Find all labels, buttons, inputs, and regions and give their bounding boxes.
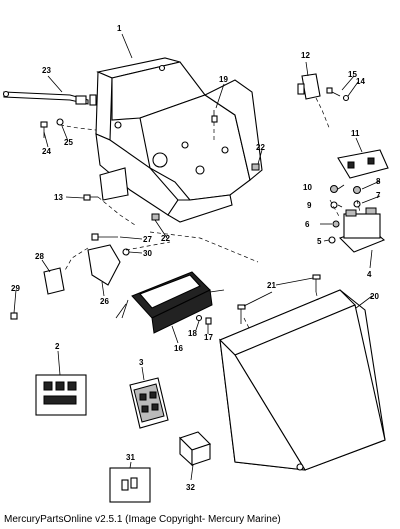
leader-lines	[13, 33, 381, 481]
callout-4: 4	[367, 270, 372, 279]
callout-6: 6	[305, 220, 310, 229]
screw-17	[205, 317, 212, 325]
callout-28: 28	[35, 252, 44, 261]
callout-24: 24	[42, 147, 51, 156]
callout-12: 12	[301, 51, 310, 60]
mounting-bracket	[89, 57, 263, 223]
callout-22-lower: 22	[161, 234, 170, 243]
callout-27: 27	[143, 235, 152, 244]
nut-10	[330, 185, 338, 193]
callout-26: 26	[100, 297, 109, 306]
clip-28	[43, 267, 65, 295]
callout-29: 29	[11, 284, 20, 293]
copyright-footer: MercuryPartsOnline v2.5.1 (Image Copyrig…	[4, 514, 281, 525]
nut-22-right	[251, 163, 260, 171]
callout-labels: 1 2 3 4 5 6 7 8 9 10 11 12 13 14 15 16 1…	[11, 24, 381, 492]
callout-18: 18	[188, 329, 197, 338]
callout-23: 23	[42, 66, 51, 75]
callout-32: 32	[186, 483, 195, 492]
bolt-24	[40, 121, 48, 138]
callout-8: 8	[376, 177, 381, 186]
solenoid-4	[338, 207, 386, 253]
callout-22-right: 22	[256, 143, 265, 152]
washer-9	[330, 201, 338, 209]
callout-7: 7	[376, 191, 381, 200]
screw-15	[326, 87, 341, 97]
screw-13	[83, 194, 98, 201]
callout-14: 14	[356, 77, 365, 86]
callout-16: 16	[174, 344, 183, 353]
callout-1: 1	[117, 24, 122, 33]
cover-11	[337, 149, 389, 179]
callout-15: 15	[348, 70, 357, 79]
assembly-lines	[59, 97, 361, 331]
callout-19: 19	[219, 75, 228, 84]
nut-22-lower	[151, 213, 160, 221]
fuse-set-31	[109, 467, 151, 503]
tiller-arm	[2, 90, 89, 105]
washer-5	[328, 236, 336, 244]
callout-2: 2	[55, 342, 60, 351]
callout-13: 13	[54, 193, 63, 202]
rectifier-16	[115, 271, 225, 334]
cover-20	[219, 289, 386, 471]
relay-32	[178, 431, 212, 467]
bracket-12	[297, 73, 321, 100]
screw-29	[10, 312, 18, 320]
callout-11: 11	[351, 129, 360, 138]
callout-20: 20	[370, 292, 379, 301]
callout-31: 31	[126, 453, 135, 462]
callout-9: 9	[307, 201, 312, 210]
nut-8	[353, 186, 361, 194]
washer-18	[195, 314, 203, 322]
screw-21-lower	[237, 304, 246, 324]
nut-6	[332, 220, 340, 228]
callout-21: 21	[267, 281, 276, 290]
decal-kit-2	[35, 374, 87, 416]
screw-21-upper	[312, 274, 321, 292]
bracket-26	[87, 244, 121, 286]
washer-25	[56, 118, 64, 126]
washer-14	[342, 94, 350, 102]
screw-27	[91, 233, 118, 241]
fuse-block-3	[129, 377, 169, 429]
callout-25: 25	[64, 138, 73, 147]
callout-3: 3	[139, 358, 144, 367]
callout-5: 5	[317, 237, 322, 246]
callout-17: 17	[204, 333, 213, 342]
callout-30: 30	[143, 249, 152, 258]
callout-10: 10	[303, 183, 312, 192]
screw-19	[211, 110, 218, 123]
washer-7	[353, 200, 361, 208]
